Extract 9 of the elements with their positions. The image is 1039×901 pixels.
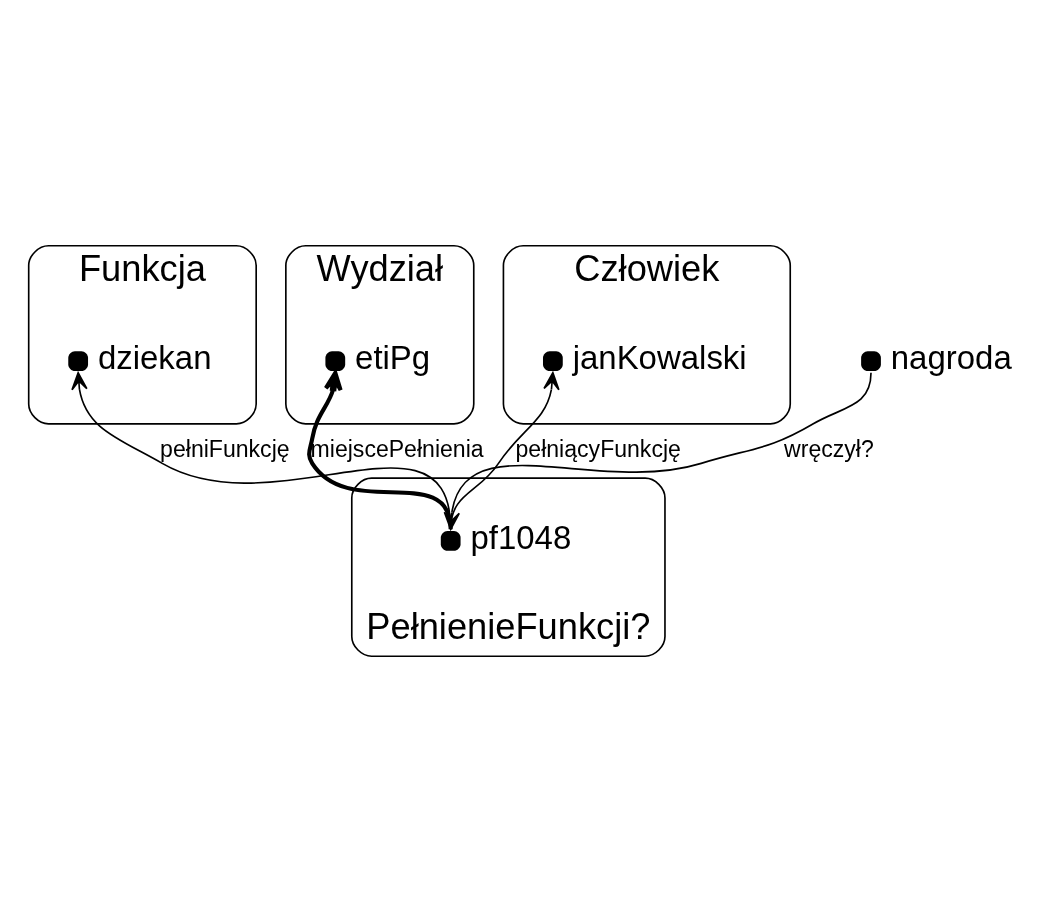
edge-label: pełniącyFunkcję [515,435,681,462]
node-label: nagroda [890,338,1012,376]
node-label: janKowalski [572,338,747,376]
edge-label: pełniFunkcję [160,435,290,462]
node-label: dziekan [97,338,212,376]
edge-label: miejscePełnienia [310,435,484,462]
edge-label: wręczył? [784,435,874,462]
node-label: etiPg [355,338,431,376]
node-label: pf1048 [470,518,572,556]
